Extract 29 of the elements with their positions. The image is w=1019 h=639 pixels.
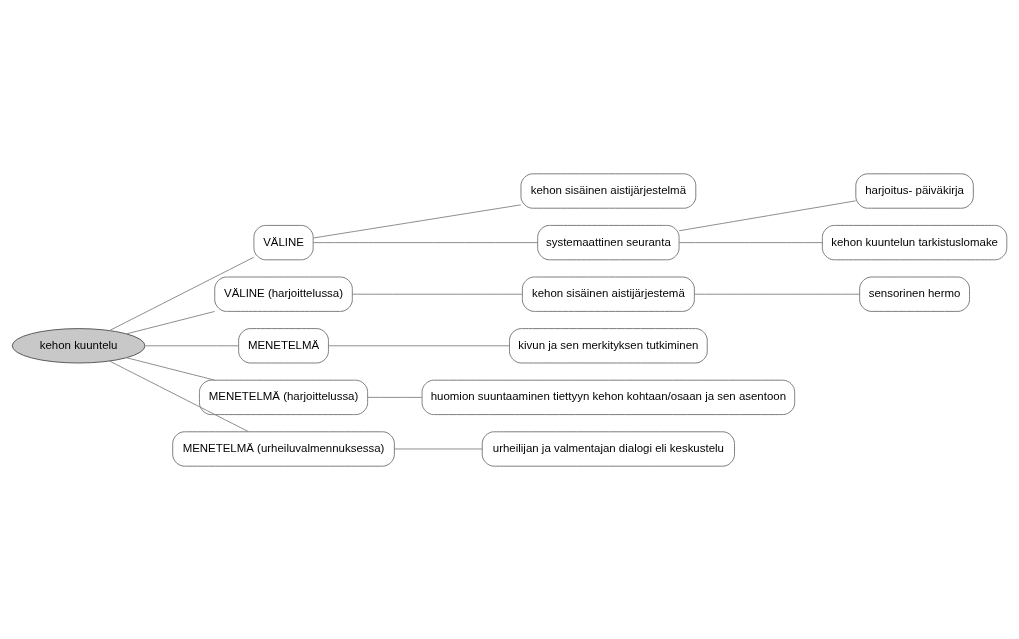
node-box: systemaattinen seuranta bbox=[537, 224, 680, 260]
node-box: kivun ja sen merkityksen tutkiminen bbox=[509, 327, 708, 363]
connector bbox=[312, 241, 539, 243]
connector bbox=[367, 396, 423, 398]
node-box: urheilijan ja valmentajan dialogi eli keskustelu bbox=[481, 430, 735, 467]
connector bbox=[678, 199, 857, 231]
connector bbox=[678, 241, 823, 243]
connector bbox=[126, 356, 216, 381]
connector bbox=[109, 256, 255, 331]
node-ellipse: kehon kuuntelu bbox=[11, 327, 146, 363]
node-box: MENETELMÄ (harjoittelussa) bbox=[199, 379, 369, 415]
node-box: MENETELMÄ (urheiluvalmennuksessa) bbox=[172, 430, 395, 467]
connector bbox=[394, 448, 483, 449]
node-box: kehon sisäinen aistijärjestemä bbox=[521, 276, 695, 312]
connector bbox=[312, 203, 522, 238]
node-box: VÄLINE bbox=[253, 224, 314, 260]
connector bbox=[694, 293, 861, 295]
connector bbox=[144, 344, 239, 346]
node-box: sensorinen hermo bbox=[859, 276, 970, 312]
connector bbox=[109, 360, 249, 432]
node-box: huomion suuntaaminen tiettyyn kehon kohtaan/osaan ja sen asentoon bbox=[421, 379, 796, 415]
node-box: harjoitus- päiväkirja bbox=[855, 172, 974, 209]
node-box: kehon sisäinen aistijärjestelmä bbox=[520, 172, 697, 209]
node-box: VÄLINE (harjoittelussa) bbox=[214, 276, 353, 312]
node-box: kehon kuuntelun tarkistuslomake bbox=[821, 224, 1008, 260]
connector bbox=[328, 344, 510, 346]
node-box: MENETELMÄ bbox=[238, 327, 329, 363]
connector bbox=[352, 293, 523, 295]
connector bbox=[126, 310, 216, 334]
